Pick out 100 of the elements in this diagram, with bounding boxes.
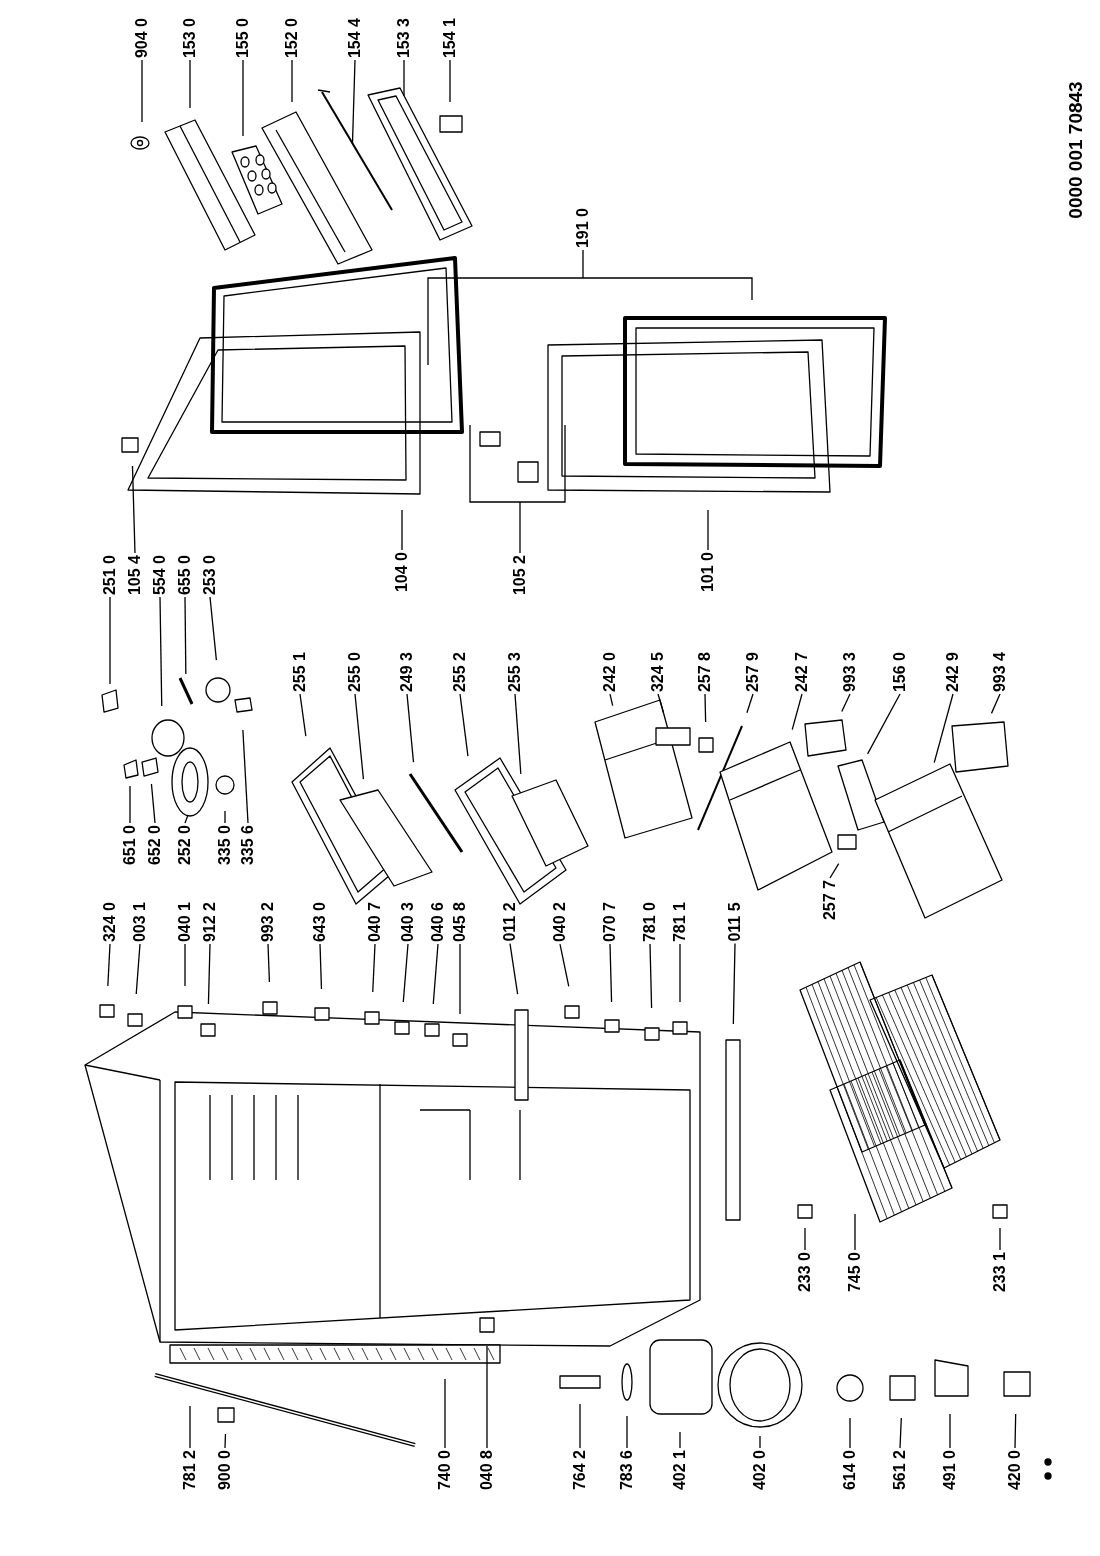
callout-number: 491 0	[942, 1450, 958, 1490]
leader-line	[609, 943, 613, 1003]
callout-number: 105 4	[127, 555, 143, 595]
callout-number: 257 9	[745, 652, 761, 692]
callout-number: 745 0	[847, 1252, 863, 1292]
callout-number: 651 0	[122, 825, 138, 865]
leader-line	[109, 596, 111, 685]
leader-line	[679, 1431, 681, 1449]
callout-number: 993 4	[992, 652, 1008, 692]
leader-line	[841, 693, 851, 713]
callout-number: 764 2	[572, 1450, 588, 1490]
leader-line	[267, 943, 271, 983]
callout-number: 045 8	[452, 902, 468, 942]
callout-number: 324 0	[102, 902, 118, 942]
callout-number: 040 3	[400, 902, 416, 942]
leader-line	[372, 943, 376, 993]
leader-line	[791, 693, 803, 731]
leader-line	[406, 693, 415, 763]
callout-number: 904 0	[134, 18, 150, 58]
leader-line	[184, 814, 189, 824]
leader-line	[849, 1417, 851, 1449]
callout-number: 040 1	[177, 902, 193, 942]
leader-line	[519, 501, 521, 554]
callout-number: 993 3	[842, 652, 858, 692]
callout-number: 324 5	[650, 652, 666, 692]
leader-line	[224, 810, 226, 824]
callout-number: 242 7	[794, 652, 810, 692]
callout-number: 251 0	[102, 555, 118, 595]
leader-line	[141, 59, 143, 123]
callout-number: 783 6	[619, 1450, 635, 1490]
callout-number: 255 1	[292, 652, 308, 692]
leader-line	[189, 59, 191, 109]
leader-line	[999, 1227, 1001, 1251]
callout-number: 993 2	[260, 902, 276, 942]
callout-number: 781 1	[672, 902, 688, 942]
leader-line	[704, 693, 707, 723]
callout-number: 781 0	[642, 902, 658, 942]
callout-number: 655 0	[177, 555, 193, 595]
callout-number: 255 3	[507, 652, 523, 692]
leader-line	[509, 942, 519, 995]
callout-number: 003 1	[132, 902, 148, 942]
leader-line	[401, 509, 403, 551]
leader-line	[131, 465, 136, 554]
leader-line	[899, 1417, 902, 1449]
callout-number: 101 0	[700, 552, 716, 592]
callout-number: 070 7	[602, 902, 618, 942]
leader-line	[866, 693, 901, 755]
callout-number: 105 2	[512, 555, 528, 595]
leader-line	[189, 1405, 191, 1449]
callout-number: 652 0	[147, 825, 163, 865]
callout-number: 402 1	[672, 1450, 688, 1490]
callout-number: 242 0	[602, 652, 618, 692]
callout-number: 781 2	[182, 1450, 198, 1490]
callout-number: 402 0	[752, 1450, 768, 1490]
leader-line	[626, 1415, 628, 1449]
callout-number: 040 2	[552, 902, 568, 942]
callout-number: 255 2	[452, 652, 468, 692]
leader-line	[159, 596, 163, 707]
leader-line	[559, 943, 570, 987]
callout-number: 040 8	[479, 1450, 495, 1490]
leader-line	[242, 729, 249, 824]
callout-number: 242 9	[945, 652, 961, 692]
leader-line	[444, 1378, 446, 1449]
leader-line	[514, 693, 522, 775]
leader-line	[732, 942, 736, 1025]
callout-number: 154 4	[347, 18, 363, 58]
leader-line	[449, 59, 451, 103]
leader-line	[403, 59, 405, 97]
callout-number: 420 0	[1007, 1450, 1023, 1490]
drawing-number: 0000 001 70843	[1065, 81, 1085, 219]
leader-line	[1014, 1413, 1017, 1449]
callout-number: 335 6	[240, 825, 256, 865]
leader-line	[209, 596, 218, 661]
leader-line	[707, 509, 709, 551]
leader-line	[354, 693, 365, 780]
leader-line	[582, 249, 584, 279]
leader-line	[657, 693, 665, 714]
callout-number: 257 8	[697, 652, 713, 692]
leader-line	[184, 943, 186, 987]
callout-number: 104 0	[394, 552, 410, 592]
callout-number: 155 0	[235, 18, 251, 58]
callout-number: 900 0	[217, 1450, 233, 1490]
leader-line	[432, 943, 439, 1005]
leader-line	[351, 59, 356, 145]
leader-line	[933, 693, 954, 764]
callout-number: 153 3	[396, 18, 412, 58]
leader-line	[299, 693, 307, 737]
leader-line	[609, 693, 614, 707]
leader-line	[746, 693, 754, 714]
leader-line	[184, 596, 187, 675]
callout-number: 912 2	[202, 902, 218, 942]
callout-number: 154 1	[442, 18, 458, 58]
leader-line	[207, 943, 211, 1005]
leader-line	[242, 59, 244, 137]
leader-line	[135, 943, 141, 995]
leader-line	[319, 943, 323, 990]
leader-line	[679, 943, 681, 1003]
callout-number: 257 7	[822, 880, 838, 920]
callout-number: 233 0	[797, 1252, 813, 1292]
leader-line	[486, 1345, 488, 1449]
